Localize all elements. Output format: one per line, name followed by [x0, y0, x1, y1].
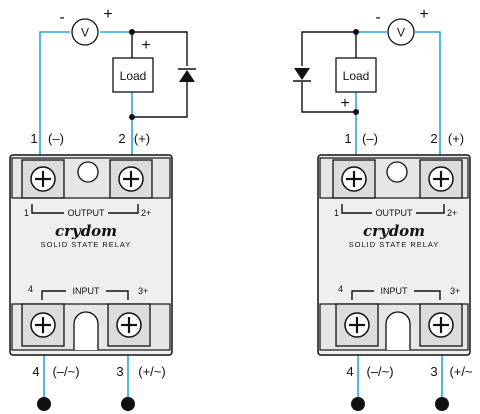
terminal-label-bottom-left: 4 (–/~)	[32, 364, 79, 379]
svg-text:(–): (–)	[362, 131, 378, 146]
solid-state-relay: 1 OUTPUT 2+ crydom SOLID STATE RELAY 4 I…	[317, 154, 471, 356]
diagram-left: V - + Load + 1 (–) 2 (+)	[9, 6, 196, 411]
screw-cross-icon	[35, 171, 51, 187]
load-box: Load +	[112, 37, 154, 93]
screw-cross-icon	[121, 317, 137, 333]
voltmeter-label: V	[81, 26, 89, 40]
output-right-label: 2+	[447, 208, 457, 218]
wire-diode-bottom	[301, 82, 356, 113]
input-bracket	[41, 290, 129, 300]
svg-text:(+): (+)	[448, 131, 464, 146]
input-left-label: 4	[28, 284, 33, 294]
junction-dot	[129, 29, 135, 35]
voltmeter: V - +	[375, 6, 429, 46]
diode-icon	[178, 68, 196, 82]
svg-text:4: 4	[346, 364, 353, 379]
wire-diode-top	[132, 31, 188, 66]
terminal-label-bottom-left: 4 (–/~)	[346, 364, 393, 379]
screw-cross-icon	[433, 317, 449, 333]
load-box: Load +	[335, 57, 377, 112]
input-terminal-dot	[121, 397, 135, 411]
output-left-label: 1	[24, 208, 29, 218]
meter-minus-sign: -	[375, 9, 380, 26]
svg-text:2: 2	[118, 131, 125, 146]
screw-cross-icon	[35, 317, 51, 333]
input-terminal-dot	[37, 397, 51, 411]
screw-cross-icon	[349, 317, 365, 333]
svg-text:(–): (–)	[48, 131, 64, 146]
output-left-label: 1	[334, 208, 339, 218]
mounting-slot-icon	[73, 311, 99, 350]
diagram-right: V - + Load + 1 (–) 2 (+)	[293, 6, 473, 411]
terminal-block	[107, 303, 151, 347]
relay-subtitle: SOLID STATE RELAY	[349, 240, 440, 249]
svg-text:(+/~: (+/~	[449, 364, 473, 379]
load-plus-sign: +	[340, 95, 349, 112]
svg-text:(–/~): (–/~)	[366, 364, 393, 379]
screw-cross-icon	[123, 171, 139, 187]
meter-plus-sign: +	[419, 6, 428, 23]
diode-icon	[293, 68, 311, 82]
svg-text:3: 3	[116, 364, 123, 379]
input-label: INPUT	[381, 286, 409, 296]
junction-dot	[353, 29, 359, 35]
brand-logo: crydom	[55, 222, 117, 240]
terminal-label-top-right: 2 (+)	[118, 131, 150, 146]
svg-text:(+): (+)	[134, 131, 150, 146]
svg-text:3: 3	[430, 364, 437, 379]
solid-state-relay: 1 OUTPUT 2+ crydom SOLID STATE RELAY 4 I…	[9, 154, 173, 356]
input-terminal-dot	[435, 397, 449, 411]
output-bracket	[341, 204, 445, 214]
input-terminal-dot	[351, 397, 365, 411]
mounting-hole-icon	[386, 161, 408, 183]
brand-logo: crydom	[363, 222, 425, 240]
load-label: Load	[120, 69, 147, 83]
input-bracket	[351, 290, 441, 300]
input-right-label: 3+	[138, 286, 148, 296]
input-right-label: 3+	[450, 286, 460, 296]
terminal-label-top-left: 1 (–)	[344, 131, 378, 146]
output-right-label: 2+	[141, 208, 151, 218]
voltmeter: V - +	[59, 6, 113, 46]
terminal-label-top-left: 1 (–)	[30, 131, 64, 146]
svg-text:4: 4	[32, 364, 39, 379]
input-left-label: 4	[338, 284, 343, 294]
screw-cross-icon	[346, 171, 362, 187]
junction-dot	[129, 114, 135, 120]
output-label: OUTPUT	[376, 208, 414, 218]
wire-diode-bottom	[132, 82, 188, 118]
input-label: INPUT	[73, 286, 101, 296]
load-plus-sign: +	[141, 37, 150, 54]
junction-dot	[353, 109, 359, 115]
load-label: Load	[343, 69, 370, 83]
svg-text:2: 2	[430, 131, 437, 146]
output-label: OUTPUT	[68, 208, 106, 218]
meter-plus-sign: +	[103, 6, 112, 23]
screw-cross-icon	[433, 171, 449, 187]
output-bracket	[31, 204, 139, 214]
svg-text:(+/~): (+/~)	[138, 364, 165, 379]
wire-voltmeter-left	[39, 31, 70, 160]
voltmeter-label: V	[397, 26, 405, 40]
terminal-label-bottom-right: 3 (+/~)	[116, 364, 165, 379]
meter-minus-sign: -	[59, 9, 64, 26]
mounting-hole-icon	[77, 161, 99, 183]
wire-diode-top	[301, 31, 356, 66]
terminal-label-top-right: 2 (+)	[430, 131, 464, 146]
terminal-label-bottom-right: 3 (+/~	[430, 364, 473, 379]
svg-text:1: 1	[344, 131, 351, 146]
relay-subtitle: SOLID STATE RELAY	[41, 240, 132, 249]
svg-text:1: 1	[30, 131, 37, 146]
mounting-slot-icon	[385, 311, 411, 350]
svg-text:(–/~): (–/~)	[52, 364, 79, 379]
wire-voltmeter-right	[415, 31, 441, 160]
